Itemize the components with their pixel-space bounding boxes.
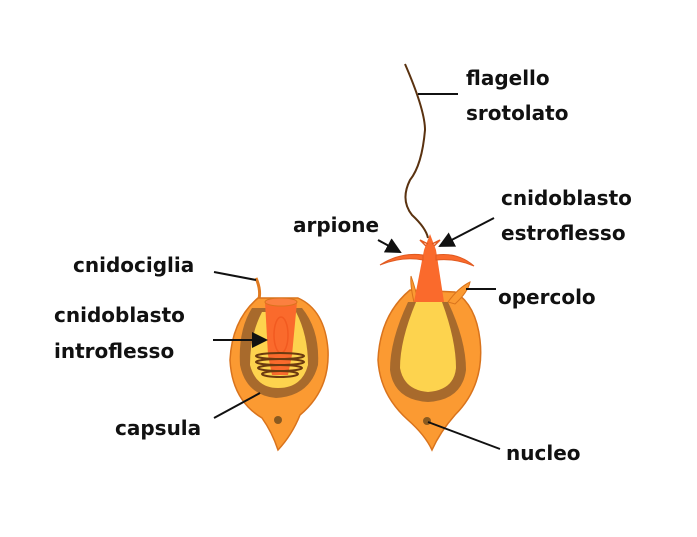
label-cnidoblasto-introflesso-1: cnidoblasto bbox=[54, 303, 185, 327]
label-flagello: flagello bbox=[466, 66, 550, 90]
label-arpione: arpione bbox=[293, 213, 379, 237]
capsule-inner-right bbox=[400, 302, 456, 392]
nucleus-right bbox=[423, 417, 431, 425]
pointer-estroflesso bbox=[438, 217, 495, 247]
label-opercolo: opercolo bbox=[498, 285, 596, 309]
operculum bbox=[447, 281, 471, 305]
pointer-cnidociglia bbox=[213, 271, 257, 281]
label-cnidoblasto-estroflesso-1: cnidoblasto bbox=[501, 186, 632, 210]
pointer-capsula bbox=[213, 392, 261, 419]
pointer-nucleo bbox=[427, 421, 501, 450]
coiled-thread bbox=[255, 352, 305, 378]
tube-estroflessed bbox=[414, 234, 444, 302]
pointer-arpione bbox=[377, 238, 402, 253]
label-cnidociglia: cnidociglia bbox=[73, 253, 194, 277]
label-capsula: capsula bbox=[115, 416, 201, 440]
tube-introflessed bbox=[265, 302, 297, 375]
label-srotolato: srotolato bbox=[466, 101, 568, 125]
label-cnidoblasto-estroflesso-2: estroflesso bbox=[501, 221, 626, 245]
flagellum-unrolled bbox=[404, 63, 429, 239]
harpoon-barbs bbox=[379, 254, 475, 267]
nucleus-left bbox=[274, 416, 282, 424]
cnidocyte-introflessed bbox=[229, 277, 329, 452]
cnidocyte-estroflessed bbox=[377, 63, 482, 452]
label-nucleo: nucleo bbox=[506, 441, 581, 465]
label-cnidoblasto-introflesso-2: introflesso bbox=[54, 339, 174, 363]
